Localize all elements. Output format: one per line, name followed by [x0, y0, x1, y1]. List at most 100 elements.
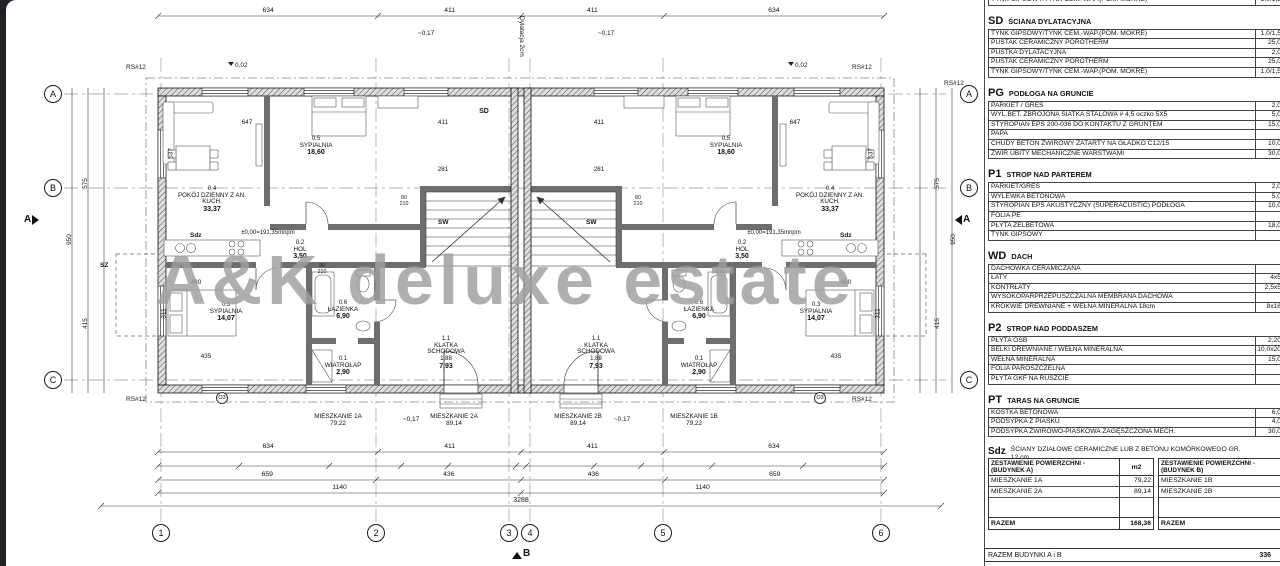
layer-name: ŁATY: [991, 274, 1008, 282]
room-id: 1.1: [441, 336, 451, 342]
legend-row: PODSYPKA Z PIASKU 4,0: [988, 418, 1280, 428]
section-mark-bottom: B: [512, 547, 530, 559]
table-row: MIESZKANIE 2A 89,14: [989, 487, 1153, 499]
window-tag: O3: [216, 392, 228, 404]
layer-thickness: 10,0: [1255, 139, 1280, 149]
door-width: 80: [401, 195, 407, 201]
legend-row: KROKWIE DREWNIANE + WEŁNA MINERALNA 18cm…: [988, 303, 1280, 313]
layer-name: STYROPIAN EPS 200-036 DO KONTAKTU Z GRUN…: [991, 120, 1163, 128]
dimension-label: [74, 259, 125, 273]
panel-divider: [984, 0, 985, 566]
room-sub: 1,88: [440, 356, 452, 363]
layer-thickness: 10,0: [1255, 202, 1280, 211]
window-tag: O3: [814, 392, 826, 404]
table-total-row: RAZEM 168,36: [1159, 517, 1280, 529]
section-title: ŚCIANA DYLATACYJNA: [1008, 16, 1092, 26]
layer-thickness: 2,0: [1255, 48, 1280, 58]
room-area: 6,90: [692, 313, 706, 321]
layer-name: PUSTAK CERAMICZNY POROTHERM: [991, 39, 1109, 47]
layer-name: TYNK GIPSOWY/TYNK CEM.-WAP.(POM. MOKRE): [991, 67, 1148, 75]
drawing-sheet: 634 411 411 634 ~0,17 ~0,17 Dylatacja 2c…: [6, 0, 1280, 566]
layer-thickness: 4,0: [1255, 418, 1280, 427]
legend-row: WEŁNA MINERALNA 15,0: [988, 355, 1280, 366]
room-label: 0.5 SYPIALNIA 18,60: [279, 136, 353, 157]
apartment-name: MIESZKANIE 1B: [670, 413, 718, 420]
room-id: 0.4: [825, 186, 835, 192]
layer-name: PODSYPKA ŻWIROWO-PIASKOWA ZAGĘSZCZONA ME…: [991, 427, 1176, 435]
dimension-label: [74, 361, 125, 375]
table-title: ZESTAWIENIE POWIERZCHNI - (BUDYNEK A): [991, 460, 1085, 475]
section-code: PG: [988, 86, 1004, 99]
dim-row-bottom-4: 1140 1140: [158, 484, 884, 492]
dimension-label: 950: [65, 234, 73, 245]
legend-row: ŁATY 4x5: [988, 274, 1280, 284]
layer-thickness: 5,0: [1255, 192, 1280, 202]
section-title: STROP NAD PARTEREM: [1006, 170, 1092, 180]
apartment-label: MIESZKANIE 1B 79,22: [670, 413, 718, 427]
grid-bubble-label: 4: [527, 528, 533, 538]
room-name: WIATROŁAP: [324, 361, 362, 369]
legend-row: PUSTAK CERAMICZNY POROTHERM 25,0: [988, 58, 1280, 68]
legend-row: PODSYPKA ŻWIROWO-PIASKOWA ZAGĘSZCZONA ME…: [988, 427, 1280, 438]
table-spacer: [989, 498, 1153, 517]
grid-bubble-c-left: C: [44, 371, 62, 389]
grand-total-value: 336: [1259, 551, 1271, 559]
room-id: 0.2: [295, 240, 305, 246]
level-mark: 0,02: [788, 62, 808, 69]
dimension-label: 480: [190, 279, 202, 286]
layer-thickness: 30,0: [1255, 149, 1280, 159]
layer-thickness: [1255, 264, 1280, 274]
legend-row: KOSTKA BETONOWA 6,0: [988, 408, 1280, 419]
dimension-label: [892, 208, 943, 222]
room-id: 1.1: [591, 336, 601, 342]
section-code: WD: [988, 249, 1007, 262]
grid-bubble-3: 3: [500, 524, 518, 542]
layer-thickness: 2,0: [1255, 101, 1280, 111]
dimension-lines: [71, 12, 953, 510]
door-size-tag: 90 210: [716, 263, 725, 276]
legend-row: WYL.BET. ZBROJONA SIATKA STALOWA # 4,5 o…: [988, 111, 1280, 121]
grid-bubble-label: 5: [660, 528, 666, 538]
room-label: 1.1 KLATKA SCHODOWA 1,88 7,93: [567, 336, 625, 371]
staircase: [425, 191, 512, 267]
slope-annotation: ~0,17: [417, 30, 435, 37]
legend-row: WYLEWKA BETONOWA 5,0: [988, 192, 1280, 203]
apartment-label: MIESZKANIE 2B 89,14: [554, 413, 602, 427]
dim-row-top: 634 411 411 634: [158, 7, 884, 15]
table-row: MIESZKANIE 1B 79,22: [1159, 476, 1280, 488]
dimension-label: 1140: [695, 484, 710, 491]
grid-bubble-2: 2: [367, 524, 385, 542]
section-title: STROP NAD PODDASZEM: [1006, 323, 1098, 333]
legend-row: WYSOKOPARPRZEPUSZCZALNA MEMBRANA DACHOWA: [988, 293, 1280, 304]
layer-thickness: 2,20: [1255, 336, 1280, 346]
grid-bubble-a-left: A: [44, 85, 62, 103]
room-area: 14,07: [807, 315, 825, 323]
section-code: PT: [988, 393, 1003, 406]
layer-thickness: [1255, 375, 1280, 384]
layer-thickness: 30,0: [1255, 427, 1280, 437]
room-id: 0.4: [207, 186, 217, 192]
section-letter: A: [24, 214, 32, 225]
wall-type-tag-sz: SZ: [100, 262, 109, 269]
section-code: P1: [988, 168, 1002, 181]
dimension-label: 435: [830, 353, 842, 360]
legend-row: PAPA: [988, 130, 1280, 140]
layer-thickness: 1,0/1,5: [1255, 67, 1280, 77]
furniture: [162, 95, 419, 383]
dim-chain-left: [92, 88, 106, 393]
room-label: 1.1 KLATKA SCHODOWA 1,88 7,93: [417, 336, 475, 371]
door-size-tag: 90 210: [318, 263, 327, 276]
room-label: 0.4 POKÓJ DZIENNY Z AN. KUCH. 33,37: [175, 186, 249, 214]
legend-row: PARKIET/GRES 2,0: [988, 183, 1280, 193]
window-tag-label: O3: [218, 395, 226, 401]
room-name: HOL: [735, 245, 749, 253]
section-title: PODŁOGA NA GRUNCIE: [1008, 88, 1094, 98]
room-area: 7,93: [439, 362, 453, 370]
grid-bubble-6: 6: [872, 524, 890, 542]
room-name: SYPIALNIA: [209, 307, 243, 315]
dimension-label: 435: [200, 353, 212, 360]
level-mark: 0,02: [228, 62, 248, 69]
layer-name: PŁYTA GKF NA RUSZCIE: [991, 375, 1069, 383]
legend-row: PUSTKA DYLATACYJNA 2,0: [988, 48, 1280, 59]
layer-thickness: 1,0/1,5: [1255, 0, 1280, 5]
